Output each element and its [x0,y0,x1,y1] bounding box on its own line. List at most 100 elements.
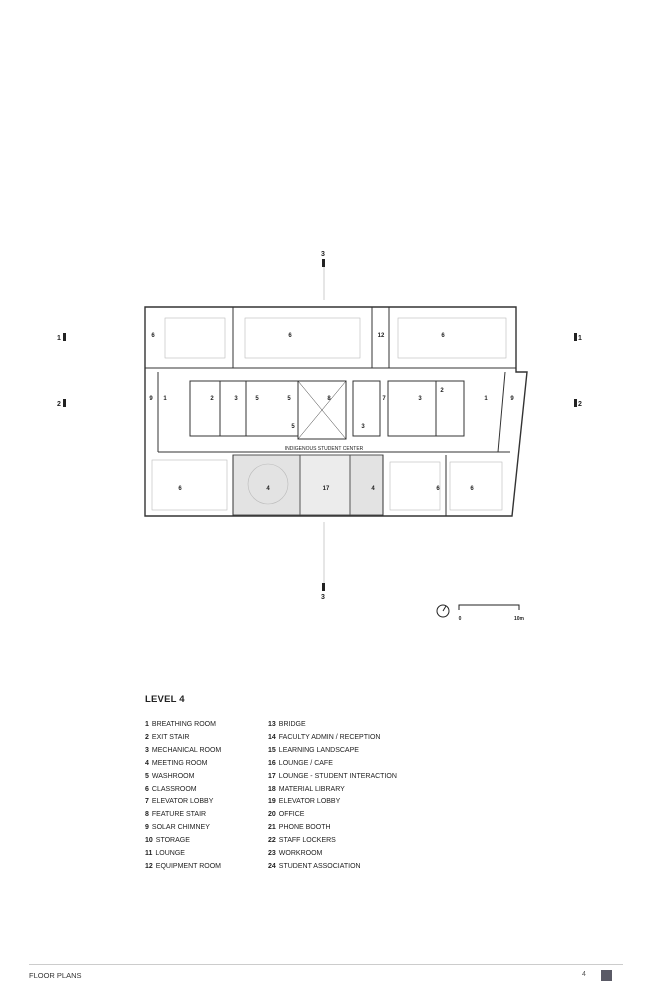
scale-bar: 0 10m [458,604,525,622]
legend-number: 4 [145,759,149,767]
section-marker-right-2: 2 [578,401,582,408]
legend-label: STORAGE [155,837,190,845]
room-number: 9 [510,396,514,402]
room-number: 1 [484,396,488,402]
legend-label: BRIDGE [278,721,306,728]
legend-label: EXIT STAIR [151,733,190,741]
section-marker-bottom: 3 [321,594,325,601]
footer-divider [29,964,623,965]
legend-number: 14 [268,733,276,741]
center-label: INDIGENOUS STUDENT CENTER [285,446,364,452]
section-marker-left-2: 2 [57,401,61,408]
legend-label: STUDENT ASSOCIATION [278,862,361,870]
room-labels: 6 6 12 6 9 1 2 3 5 5 8 5 7 3 3 2 1 9 6 4… [149,333,514,492]
room-number: 6 [151,333,155,339]
legend-number: 19 [268,798,276,806]
level-title: LEVEL 4 [145,694,185,705]
legend-label: FEATURE STAIR [151,811,207,819]
legend-number: 24 [268,862,276,870]
legend-number: 8 [145,811,149,819]
legend-label: ELEVATOR LOBBY [151,798,214,806]
room-number: 3 [418,396,422,402]
legend-label: SOLAR CHIMNEY [151,824,210,832]
legend-label: STAFF LOCKERS [278,837,336,845]
room-number: 1 [163,396,167,402]
room-number: 6 [178,486,182,492]
legend-number: 17 [268,772,276,780]
legend-number: 6 [145,785,149,793]
legend-label: PHONE BOOTH [278,824,331,832]
section-marker-top: 3 [321,251,325,258]
legend-number: 16 [268,759,276,767]
legend-number: 7 [145,798,149,806]
room-number: 4 [266,486,270,492]
room-number: 6 [288,333,292,339]
legend-number: 15 [268,746,276,754]
legend-number: 13 [268,721,276,728]
legend-number: 18 [268,785,276,793]
legend-label: LEARNING LANDSCAPE [278,746,359,754]
section-markers: 3 3 1 2 1 2 [57,251,582,601]
room-number: 2 [440,388,444,394]
meeting-room-shaded [232,454,301,516]
page-number: 4 [582,971,586,978]
room-number: 3 [361,424,365,430]
legend-label: LOUNGE / CAFE [278,759,333,767]
legend-number: 9 [145,824,149,832]
legend-number: 22 [268,837,276,845]
legend-label: OFFICE [278,811,305,819]
legend-number: 23 [268,850,276,858]
legend-label: MATERIAL LIBRARY [278,785,345,793]
legend-label: CLASSROOM [151,785,197,793]
north-arrow-icon [436,604,450,618]
lounge-room-shaded [299,454,351,516]
legend-number: 20 [268,811,276,819]
legend-label: EQUIPMENT ROOM [155,862,222,870]
svg-text:10m: 10m [514,616,525,622]
svg-text:0: 0 [459,616,462,622]
legend-label: MEETING ROOM [151,759,208,767]
legend-number: 11 [145,850,153,858]
meeting-room-shaded-2 [349,454,384,516]
legend-label: ELEVATOR LOBBY [278,798,341,806]
room-number: 6 [436,486,440,492]
legend-number: 1 [145,721,149,728]
room-number: 2 [210,396,214,402]
legend-number: 3 [145,746,149,754]
room-number: 5 [291,424,295,430]
legend-number: 5 [145,772,149,780]
room-number: 9 [149,396,153,402]
room-number: 3 [234,396,238,402]
legend-label: WASHROOM [151,772,195,780]
section-marker-right-1: 1 [578,335,582,342]
legend-label: LOUNGE [155,850,185,858]
room-number: 6 [470,486,474,492]
legend-label: FACULTY ADMIN / RECEPTION [278,733,381,741]
footer-section-title: FLOOR PLANS [29,971,82,980]
room-number: 5 [255,396,259,402]
legend-number: 21 [268,824,276,832]
